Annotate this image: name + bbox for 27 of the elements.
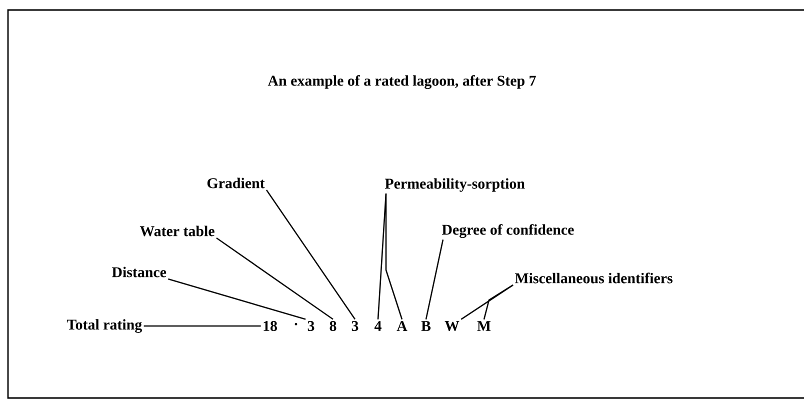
field-label: Distance: [112, 266, 166, 278]
leader-line: [483, 284, 514, 320]
rating-code-character: 3: [308, 321, 314, 332]
leader-line: [460, 284, 514, 320]
leader-line: [385, 194, 403, 320]
rating-code-character: 3: [352, 321, 358, 332]
field-label: Water table: [140, 226, 214, 236]
title: An example of a rated lagoon, after Step 7: [268, 75, 536, 89]
field-label: Miscellaneous identifiers: [514, 272, 672, 284]
leader-line: [144, 325, 261, 327]
rating-code-character: B: [421, 321, 431, 331]
rating-code-character: W: [444, 321, 460, 331]
rating-code-character: 8: [330, 320, 336, 332]
leader-line: [425, 239, 444, 320]
rating-code-character: A: [396, 321, 408, 331]
field-label: Degree of confidence: [442, 224, 574, 238]
leader-line: [377, 193, 387, 320]
leader-line: [266, 190, 356, 320]
leader-line: [168, 278, 306, 320]
rating-code-character: 4: [374, 321, 382, 331]
rating-code-character: 18: [264, 320, 277, 332]
separator-dot: ·: [294, 322, 298, 326]
field-label: Permeability-sorption: [384, 178, 525, 192]
field-label: Gradient: [207, 178, 265, 188]
leader-line: [216, 237, 334, 320]
field-label: Total rating: [66, 319, 142, 333]
rating-code-character: M: [477, 321, 491, 331]
